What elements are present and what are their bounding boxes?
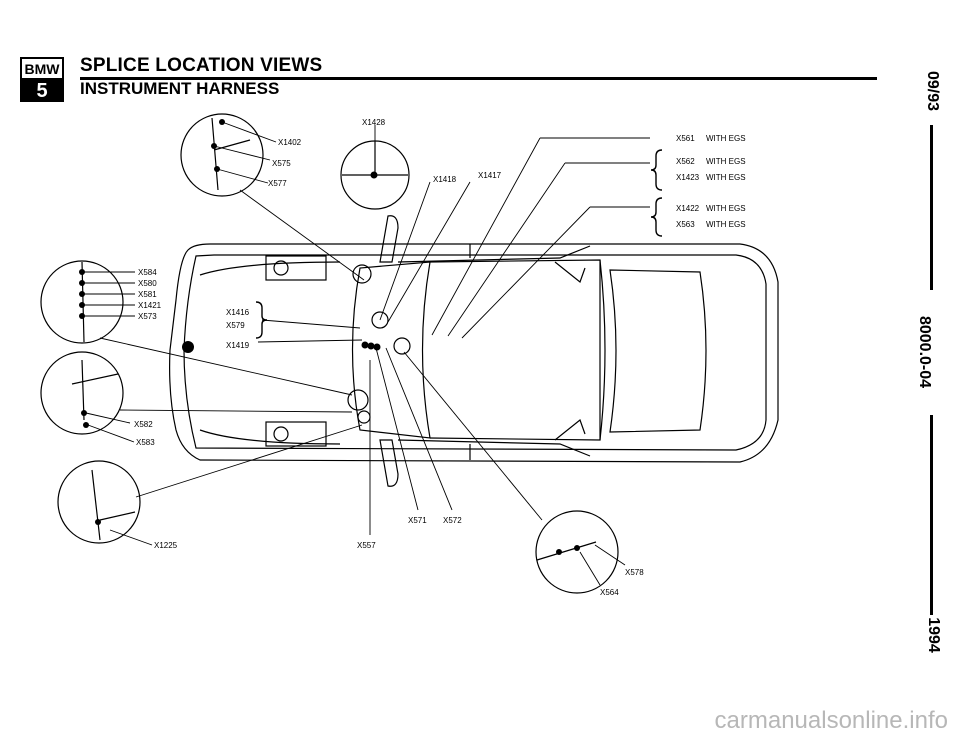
logo-series: 5 bbox=[20, 80, 64, 102]
page-subtitle: INSTRUMENT HARNESS bbox=[80, 79, 280, 98]
label-x1416: X1416 bbox=[226, 308, 250, 317]
legend-code: X563 bbox=[676, 220, 695, 229]
label-x575: X575 bbox=[272, 159, 291, 168]
label-x1402: X1402 bbox=[278, 138, 302, 147]
label-x1417: X1417 bbox=[478, 171, 502, 180]
label-x581: X581 bbox=[138, 290, 157, 299]
legend-desc: WITH EGS bbox=[706, 134, 746, 143]
legend-code: X562 bbox=[676, 157, 695, 166]
label-x1225: X1225 bbox=[154, 541, 178, 550]
label-x564: X564 bbox=[600, 588, 619, 597]
label-x578: X578 bbox=[625, 568, 644, 577]
label-x571: X571 bbox=[408, 516, 427, 525]
label-x582: X582 bbox=[134, 420, 153, 429]
label-x583: X583 bbox=[136, 438, 155, 447]
legend-desc: WITH EGS bbox=[706, 220, 746, 229]
label-x1428: X1428 bbox=[362, 118, 386, 127]
header-rule bbox=[80, 77, 877, 80]
label-x584: X584 bbox=[138, 268, 157, 277]
legend-desc: WITH EGS bbox=[706, 157, 746, 166]
label-x580: X580 bbox=[138, 279, 157, 288]
page-title: SPLICE LOCATION VIEWS bbox=[80, 55, 323, 76]
bmw-5-series-logo: BMW 5 bbox=[20, 57, 64, 103]
zoom-circles bbox=[40, 113, 619, 594]
legend-code: X1422 bbox=[676, 204, 700, 213]
car-outline bbox=[169, 215, 779, 487]
legend-desc: WITH EGS bbox=[706, 204, 746, 213]
side-rule-top bbox=[930, 125, 933, 290]
legend-desc: WITH EGS bbox=[706, 173, 746, 182]
watermark-text: carmanualsonline.info bbox=[714, 707, 948, 734]
label-x557: X557 bbox=[357, 541, 376, 550]
leader-lines bbox=[82, 121, 650, 586]
legend-code: X1423 bbox=[676, 173, 700, 182]
splice-points bbox=[79, 119, 580, 555]
label-x1419: X1419 bbox=[226, 341, 250, 350]
side-rule-bottom bbox=[930, 415, 933, 615]
label-x572: X572 bbox=[443, 516, 462, 525]
label-x577: X577 bbox=[268, 179, 287, 188]
logo-brand: BMW bbox=[20, 57, 64, 80]
label-x573: X573 bbox=[138, 312, 157, 321]
label-x579: X579 bbox=[226, 321, 245, 330]
legend-code: X561 bbox=[676, 134, 695, 143]
label-x1418: X1418 bbox=[433, 175, 457, 184]
label-x1421: X1421 bbox=[138, 301, 162, 310]
legend-braces bbox=[255, 149, 663, 339]
